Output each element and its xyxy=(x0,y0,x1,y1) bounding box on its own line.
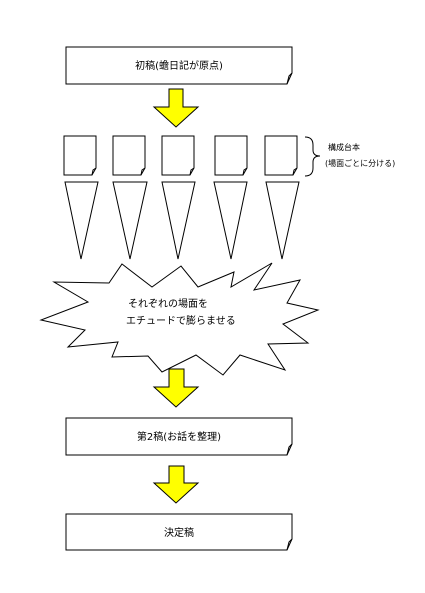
funnel-triangle xyxy=(161,181,196,260)
script-page xyxy=(112,135,146,176)
final-draft-box: 決定稿 xyxy=(65,513,293,551)
script-note-sub: (場面ごとに分ける) xyxy=(325,158,395,168)
script-page xyxy=(264,135,298,176)
funnel-triangle xyxy=(64,181,99,260)
funnel-triangle xyxy=(213,181,248,260)
script-note-title: 構成台本 xyxy=(328,142,360,152)
burst-line-2: エチュードで膨らませる xyxy=(126,314,236,327)
final-draft-label: 決定稿 xyxy=(164,526,194,539)
second-draft-box: 第2稿(お話を整理) xyxy=(65,417,293,456)
down-arrow-2 xyxy=(152,368,200,408)
script-page xyxy=(161,135,195,176)
etude-burst: それぞれの場面を エチュードで膨らませる xyxy=(39,262,320,376)
first-draft-label: 初稿(蟾日記が原点) xyxy=(135,59,223,72)
funnel-triangle xyxy=(265,181,300,260)
first-draft-box: 初稿(蟾日記が原点) xyxy=(65,46,293,85)
funnel-triangle xyxy=(112,181,148,260)
down-arrow-3 xyxy=(152,465,200,504)
brace xyxy=(304,136,321,177)
script-page xyxy=(63,135,97,176)
down-arrow-1 xyxy=(152,88,200,128)
script-page xyxy=(214,135,248,176)
second-draft-label: 第2稿(お話を整理) xyxy=(137,430,221,443)
burst-line-1: それぞれの場面を xyxy=(128,297,208,310)
